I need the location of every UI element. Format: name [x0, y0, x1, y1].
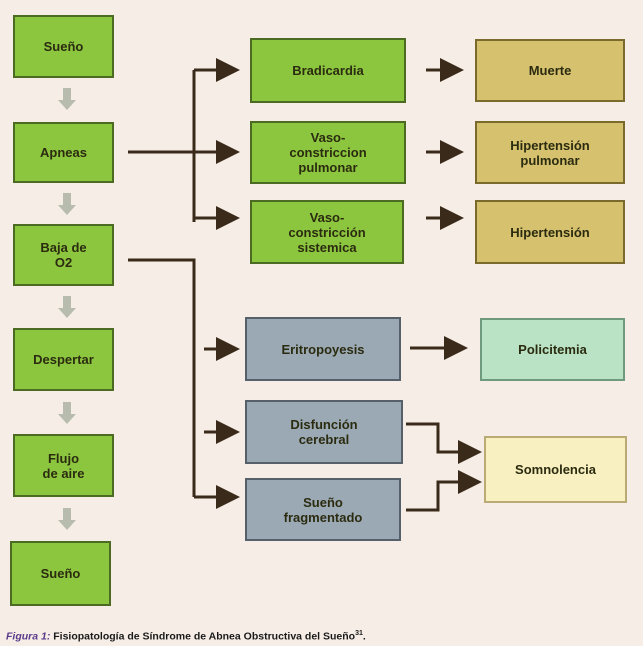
caption-end: .: [362, 630, 366, 643]
node-label: Sueño fragmentado: [283, 494, 363, 525]
outcome-label: Somnolencia: [515, 462, 596, 477]
outcome-label: Hipertensión: [510, 224, 590, 240]
connector-lines: [58, 58, 482, 530]
node-label: Vaso- constricción sistemica: [288, 209, 366, 255]
branch-lines: [128, 58, 482, 512]
cycle-sueno-1: Sueño: [13, 15, 114, 78]
node-vasoconstriccion-sistemica: Vaso- constricción sistemica: [250, 200, 404, 264]
outcome-muerte: Muerte: [475, 39, 625, 102]
node-eritropoyesis: Eritropoyesis: [245, 317, 401, 381]
outcome-label: Muerte: [528, 63, 572, 78]
node-sueno-fragmentado: Sueño fragmentado: [245, 478, 401, 541]
outcome-label: Hipertensión pulmonar: [510, 137, 590, 168]
node-bradicardia: Bradicardia: [250, 38, 406, 103]
cycle-baja-o2: Baja de O2: [13, 224, 114, 286]
cycle-label: Sueño: [40, 566, 81, 581]
cycle-sueno-2: Sueño: [10, 541, 111, 606]
outcome-hipertension-pulmonar: Hipertensión pulmonar: [475, 121, 625, 184]
figure-caption: Figura 1: Fisiopatología de Síndrome de …: [6, 630, 366, 643]
node-vasoconstriccion-pulmonar: Vaso- constriccion pulmonar: [250, 121, 406, 184]
cycle-label: Flujo de aire: [42, 450, 85, 481]
cycle-apneas: Apneas: [13, 122, 114, 183]
cycle-label: Baja de O2: [40, 240, 87, 270]
node-label: Disfunción cerebral: [290, 417, 358, 447]
cycle-label: Despertar: [33, 352, 94, 367]
node-disfuncion-cerebral: Disfunción cerebral: [245, 400, 403, 464]
node-label: Bradicardia: [292, 63, 364, 78]
cycle-flujo-aire: Flujo de aire: [13, 434, 114, 497]
node-label: Eritropoyesis: [281, 341, 365, 357]
outcome-policitemia: Policitemia: [480, 318, 625, 381]
outcome-label: Policitemia: [518, 342, 587, 357]
caption-text: Fisiopatología de Síndrome de Abnea Obst…: [50, 630, 356, 643]
cycle-label: Sueño: [43, 39, 84, 54]
caption-reference: 31: [355, 630, 363, 637]
caption-label: Figura 1:: [6, 630, 51, 643]
cycle-down-arrows: [58, 88, 76, 530]
node-label: Vaso- constriccion pulmonar: [289, 130, 367, 175]
cycle-despertar: Despertar: [13, 328, 114, 391]
outcome-somnolencia: Somnolencia: [484, 436, 627, 503]
cycle-label: Apneas: [40, 145, 87, 160]
outcome-hipertension: Hipertensión: [475, 200, 625, 264]
